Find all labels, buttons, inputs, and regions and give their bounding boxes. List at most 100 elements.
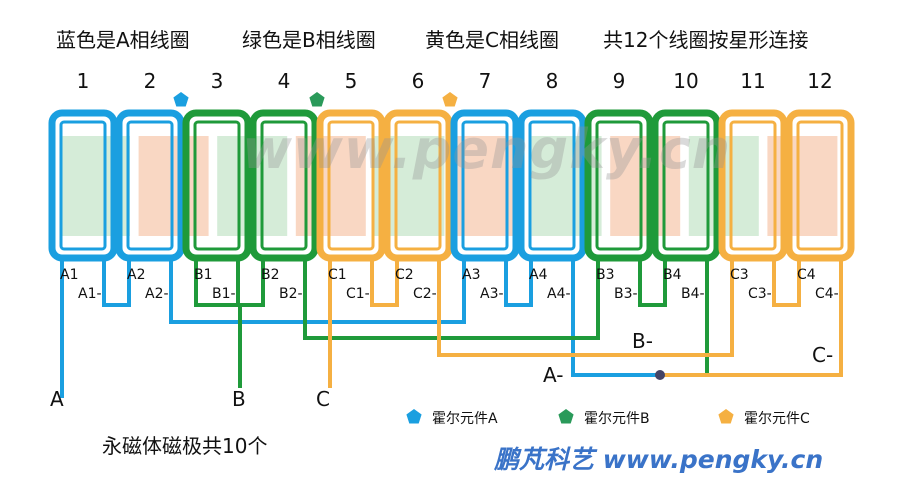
wire-c2-c3 [437, 258, 734, 357]
terminal-a-out: A [50, 387, 64, 411]
wire-a3-a4 [504, 258, 533, 307]
legend-label-2: 霍尔元件B [584, 411, 650, 427]
legend-hall-icon-2 [558, 409, 574, 424]
hall-sensor-c-icon [442, 92, 458, 107]
coil-4 [249, 109, 319, 262]
coil-inner-4 [260, 120, 308, 251]
title-phase-a: 蓝色是A相线圈 [56, 28, 190, 52]
coil-number-10: 10 [673, 69, 698, 93]
coil-start-label-2: A2 [127, 267, 145, 283]
coil-inner-8 [528, 120, 576, 251]
coil-start-label-10: B4 [663, 267, 682, 283]
wire-a2-a3 [169, 258, 466, 324]
connection-wires [60, 258, 843, 398]
terminal-labels: A B C A- B- C- [50, 329, 833, 411]
coil-end-label-10: B4- [681, 286, 705, 302]
coil-inner-5 [327, 120, 375, 251]
legend-hall-icon-1 [406, 409, 422, 424]
coil-end-label-6: C2- [413, 286, 437, 302]
coil-labels: 1A1A1-2A2A2-3B1B1-4B2B2-5C1C1-6C2C2-7A3A… [60, 69, 839, 302]
coil-1 [48, 109, 118, 262]
terminal-c-neutral: C- [812, 343, 833, 367]
coil-number-8: 8 [546, 69, 559, 93]
coil-inner-9 [595, 120, 643, 251]
legend-hall-icon-3 [718, 409, 734, 424]
coil-end-label-9: B3- [614, 286, 638, 302]
wire-b-output [194, 258, 242, 388]
magnets-note: 永磁体磁极共10个 [102, 434, 268, 458]
coil-end-label-5: C1- [346, 286, 370, 302]
title-phase-c: 黄色是C相线圈 [425, 28, 559, 52]
title-phase-b: 绿色是B相线圈 [242, 28, 376, 52]
coil-number-7: 7 [479, 69, 492, 93]
coil-number-1: 1 [77, 69, 90, 93]
coil-number-11: 11 [740, 69, 765, 93]
coil-number-6: 6 [412, 69, 425, 93]
coil-number-4: 4 [278, 69, 291, 93]
wire-b3-b4 [638, 258, 667, 307]
hall-sensor-b-icon [309, 92, 325, 107]
terminal-b-out: B [232, 387, 246, 411]
coil-5 [316, 109, 386, 262]
coil-12 [785, 109, 855, 262]
coil-number-2: 2 [144, 69, 157, 93]
coil-inner-2 [126, 120, 174, 251]
magnet-pole-6 [453, 136, 523, 236]
wire-a1-a2 [102, 258, 131, 307]
wire-b1-b2 [236, 258, 265, 307]
hall-sensors [173, 92, 458, 107]
coil-end-label-2: A2- [145, 286, 169, 302]
coil-6 [383, 109, 453, 262]
coil-number-9: 9 [613, 69, 626, 93]
coil-11 [718, 109, 788, 262]
terminal-c-out: C [316, 387, 330, 411]
coil-start-label-7: A3 [462, 267, 480, 283]
legend-label-1: 霍尔元件A [432, 411, 498, 427]
coil-number-12: 12 [807, 69, 832, 93]
legend: 霍尔元件A 霍尔元件B 霍尔元件C [406, 409, 810, 427]
star-junction-dot [655, 370, 665, 380]
coil-end-label-3: B1- [212, 286, 236, 302]
coil-inner-6 [394, 120, 442, 251]
coil-9 [584, 109, 654, 262]
coil-end-label-8: A4- [547, 286, 571, 302]
coil-2 [115, 109, 185, 262]
coil-end-label-1: A1- [78, 286, 102, 302]
coil-start-label-1: A1 [60, 267, 78, 283]
wire-c3-c4 [772, 258, 801, 307]
wire-c-neutral [660, 258, 843, 377]
magnet-pole-8 [610, 136, 681, 236]
coil-end-label-12: C4- [815, 286, 839, 302]
coil-start-label-12: C4 [797, 267, 816, 283]
coil-number-3: 3 [211, 69, 224, 93]
coil-start-label-8: A4 [529, 267, 548, 283]
coil-inner-1 [59, 120, 107, 251]
terminal-a-neutral: A- [543, 363, 563, 387]
wire-a-neutral [571, 258, 660, 377]
coil-inner-12 [796, 120, 844, 251]
magnet-pole-2 [138, 136, 209, 236]
coil-inner-10 [662, 120, 710, 251]
coil-start-label-3: B1 [194, 267, 213, 283]
wire-c1-c2 [370, 258, 399, 307]
coil-end-label-4: B2- [279, 286, 303, 302]
coil-end-label-7: A3- [480, 286, 504, 302]
terminal-b-neutral: B- [632, 329, 653, 353]
coil-8 [517, 109, 587, 262]
coil-start-label-11: C3 [730, 267, 749, 283]
coil-end-label-11: C3- [748, 286, 772, 302]
coil-start-label-5: C1 [328, 267, 347, 283]
coil-10 [651, 109, 721, 262]
coil-inner-11 [729, 120, 777, 251]
coil-start-label-9: B3 [596, 267, 615, 283]
title-summary: 共12个线圈按星形连接 [603, 28, 809, 52]
coil-start-label-6: C2 [395, 267, 414, 283]
coil-group [48, 109, 855, 262]
brand-text: 鹏芃科艺 www.pengky.cn [494, 445, 824, 474]
coil-start-label-4: B2 [261, 267, 280, 283]
legend-label-3: 霍尔元件C [744, 411, 810, 427]
coil-inner-3 [193, 120, 241, 251]
coil-number-5: 5 [345, 69, 358, 93]
coil-7 [450, 109, 520, 262]
